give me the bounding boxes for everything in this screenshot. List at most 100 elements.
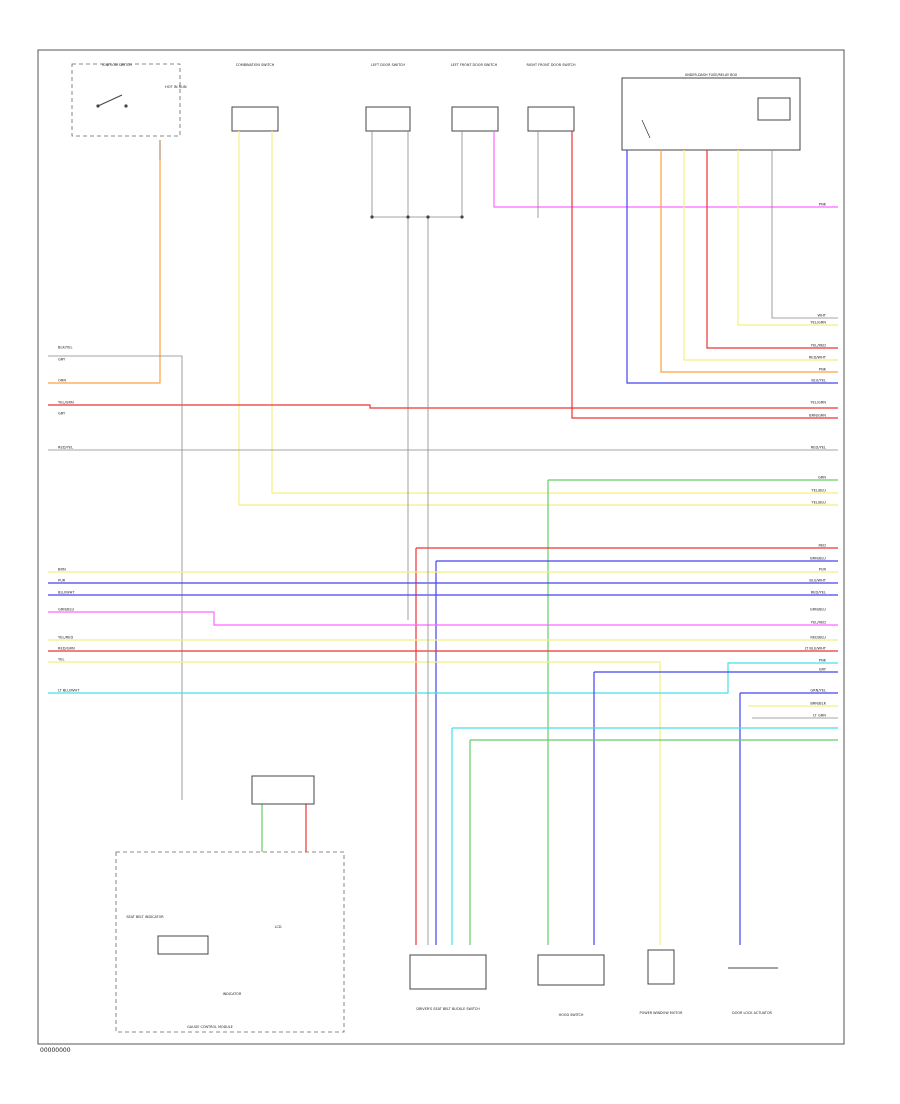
wire-yellow-17 [737,150,838,326]
wire-gray-18 [771,150,838,319]
gauge-control-module-box [115,851,345,1033]
right-wire-label: RED/BLU [810,636,826,640]
ignition-switch: IGNITION SWITCH HOT IN RUN [71,63,187,137]
ignition-switch-box [71,63,181,137]
wire-gray-12 [48,355,183,800]
right-wire-label: YEL/RED [811,621,826,625]
right-front-door-switch: RIGHT FRONT DOOR SWITCH [526,63,576,132]
gauge-top-connector [251,775,315,805]
switch-contact [124,104,128,108]
right-wire-label: PUR [819,568,827,572]
left-wire-label: YEL/RED [58,636,73,640]
wire-blue-13 [626,150,838,384]
footer-code: 00000000 [40,1047,71,1054]
switch-pivot [96,104,100,108]
left-wire-label: ORN [58,379,66,383]
right-wire-label: GRY [819,668,827,672]
fuse-symbol [641,119,651,139]
driver-seat-belt-switch-label: DRIVER'S SEAT BELT BUCKLE SWITCH [416,1007,480,1011]
right-wire-label: YEL/BLU [811,501,826,505]
gauge-control-module-label: GAUGE CONTROL MODULE [187,1025,233,1029]
right-wire-label: YEL/BLU [811,489,826,493]
power-window-motor: POWER WINDOW MOTOR [640,949,684,1015]
seat-belt-indicator-box [157,935,209,955]
right-wire-label: GRN/BLU [810,608,826,612]
wire-pink-28 [48,611,838,626]
right-wire-label: GRN/YEL [810,689,826,693]
seat-belt-indicator-label: SEAT BELT INDICATOR [126,915,164,919]
right-wire-label: BLU/WHT [809,579,826,583]
fuse-relay [757,97,791,121]
right-wire-label: PNK [819,368,827,372]
wire-junction-dot [406,215,410,219]
left-wire-label: GRY [58,412,66,416]
wire-junction-dot [426,215,430,219]
right-wire-label: BLU/YEL [811,379,826,383]
ignition-switch-label: IGNITION SWITCH [102,63,132,67]
left-wire-label: RED/YEL [58,446,73,450]
left-wire-label: BLK/YEL [58,346,73,350]
hood-switch-box [537,954,605,986]
driver-seat-belt-switch-box [409,954,487,990]
wire-yellow-15 [683,150,838,361]
indicator-label: INDICATOR [223,992,242,996]
wire-red-9 [48,404,838,409]
power-window-motor-box [647,949,675,985]
right-wire-label: GRN [818,476,826,480]
right-front-door-switch-box [527,106,575,132]
diagram-frame [37,49,845,1045]
ignition-switch-sublabel: HOT IN RUN [165,85,187,89]
left-wire-label: GRN/BLU [58,608,74,612]
wires [48,131,838,945]
left-wire-label: BLU/WHT [58,591,75,595]
wire-orange-14 [660,150,838,373]
wire-pink-4 [493,131,838,208]
right-wire-label: YEL/RED [811,344,826,348]
left-wire-label: LT BLU/WHT [58,689,80,693]
right-wire-label: YEL/GRN [810,401,826,405]
power-window-motor-label: POWER WINDOW MOTOR [640,1011,684,1015]
right-front-door-switch-label: RIGHT FRONT DOOR SWITCH [526,63,575,67]
left-door-switch-label: LEFT DOOR SWITCH [371,63,405,67]
left-wire-label: RED/GRN [58,647,75,651]
left-wire-label: PUR [58,579,66,583]
left-front-door-switch: LEFT FRONT DOOR SWITCH [451,63,499,132]
under-dash-fuse-box-label: UNDER-DASH FUSE/RELAY BOX [685,73,738,77]
driver-seat-belt-switch: DRIVER'S SEAT BELT BUCKLE SWITCH [409,954,487,1011]
left-front-door-switch-box [451,106,499,132]
right-wire-label: RED/YEL [811,446,826,450]
wire-red-16 [706,150,838,349]
right-wire-label: BRN/BLK [810,702,826,706]
right-wire-label: BRN/GRN [809,414,826,418]
left-wire-label: YEL/GRN [58,401,74,405]
right-wire-label: LT BLU/WHT [805,647,827,651]
switch-blade [97,94,123,107]
wire-junction-dot [460,215,464,219]
wire-yellow-2 [238,131,838,506]
left-front-door-switch-label: LEFT FRONT DOOR SWITCH [451,63,498,67]
left-door-switch: LEFT DOOR SWITCH [365,63,411,132]
wire-junction-dot [370,215,374,219]
hood-switch-label: HOOD SWITCH [559,1013,584,1017]
gauge-control-module: GAUGE CONTROL MODULE SEAT BELT INDICATOR… [115,775,345,1033]
wire-red-10 [571,131,838,419]
right-wire-label: RED/YEL [811,591,826,595]
wire-yellow-3 [271,131,838,494]
right-wire-label: LT GRN [813,714,826,718]
under-dash-fuse-box: UNDER-DASH FUSE/RELAY BOX [621,73,801,151]
left-wire-label: YEL [58,658,64,662]
combination-switch-box [231,106,279,132]
combination-switch-label: COMBINATION SWITCH [236,63,275,67]
left-wire-label: BRN [58,568,66,572]
hood-switch: HOOD SWITCH [537,954,605,1017]
right-wire-labels: PNKWHTYEL/GRNYEL/REDRED/WHTPNKBLU/YELYEL… [805,203,827,718]
right-wire-label: BRN/BLU [810,557,826,561]
lcd-label: LCD [275,925,282,929]
wire-orange-0 [48,140,161,384]
right-wire-label: YEL/GRN [810,321,826,325]
wire-gray-5 [371,131,462,218]
right-wire-label: PNK [819,203,827,207]
left-wire-labels: BLK/YELGRYORNYEL/GRNGRYRED/YELBRNPURBLU/… [58,346,80,693]
right-wire-label: WHT [818,314,827,318]
